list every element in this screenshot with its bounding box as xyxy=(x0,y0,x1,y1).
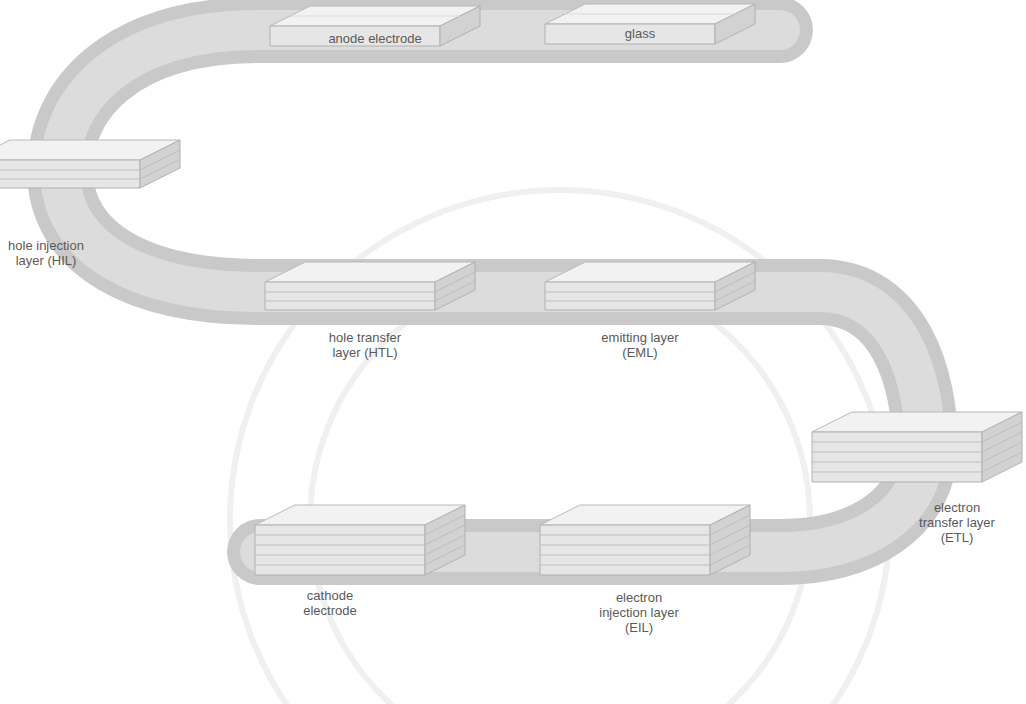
hil-slab xyxy=(0,140,180,188)
part-label: electron injection layer (EIL) xyxy=(596,590,682,635)
part-label: electron transfer layer (ETL) xyxy=(914,500,1000,545)
flow-ribbon xyxy=(60,30,925,552)
part-label: cathode electrode xyxy=(292,588,368,618)
eil-slab xyxy=(540,505,750,575)
part-label: hole transfer layer (HTL) xyxy=(325,330,405,360)
part-label: glass xyxy=(590,26,690,41)
cathode-slab xyxy=(255,505,465,575)
etl-slab xyxy=(812,412,1022,482)
part-label: emitting layer (EML) xyxy=(598,330,682,360)
eml-slab xyxy=(545,262,755,310)
htl-slab xyxy=(265,262,475,310)
part-label: anode electrode xyxy=(305,31,445,46)
part-label: hole injection layer (HIL) xyxy=(8,238,84,268)
glass-slab xyxy=(545,4,755,44)
anode-slab xyxy=(270,6,480,46)
